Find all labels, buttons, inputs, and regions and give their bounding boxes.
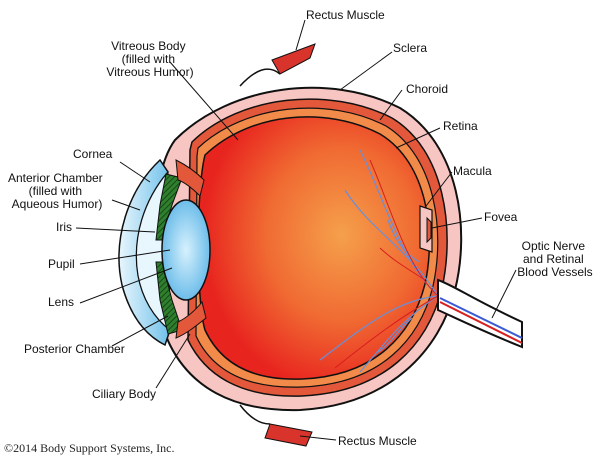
rectus-tendon-bottom [239,404,271,425]
label-sclera: Sclera [393,41,427,55]
retinal-arteries [334,159,439,369]
label-anterior-chamber: Anterior Chamber (filled with Aqueous Hu… [8,171,106,211]
optic-nerve-vessel-red [439,301,523,344]
optic-nerve-vessel-blue [439,297,523,339]
label-lens: Lens [48,295,74,309]
rectus-tendon-top [239,68,281,87]
label-posterior-chamber: Posterior Chamber [24,342,125,356]
leader-lines [75,19,517,441]
label-iris: Iris [56,220,72,234]
label-choroid: Choroid [406,82,448,96]
lens [161,199,211,301]
copyright-notice: ©2014 Body Support Systems, Inc. [4,441,174,455]
retinal-blood-vessels [319,149,439,373]
label-rectus-muscle-bottom: Rectus Muscle [338,434,417,448]
rectus-muscle-top [271,43,316,75]
label-vitreous-body: Vitreous Body (filled with Vitreous Humo… [106,39,193,79]
label-optic-nerve: Optic Nerve and Retinal Blood Vessels [517,239,592,279]
ciliary-body-upper [175,159,205,197]
optic-nerve [437,278,523,349]
label-cornea: Cornea [73,147,113,161]
label-rectus-muscle-top: Rectus Muscle [306,8,385,22]
vitreous-body [197,116,431,380]
ciliary-body-lower [175,300,207,339]
label-macula: Macula [453,164,492,178]
fovea [426,216,432,244]
label-retina: Retina [443,119,478,133]
label-fovea: Fovea [484,210,518,224]
eyeball [118,43,523,447]
rectus-muscle-bottom [264,423,313,447]
labels: Rectus Muscle Sclera Vitreous Body (fill… [4,8,593,455]
label-pupil: Pupil [48,257,75,271]
label-ciliary-body: Ciliary Body [92,387,156,401]
